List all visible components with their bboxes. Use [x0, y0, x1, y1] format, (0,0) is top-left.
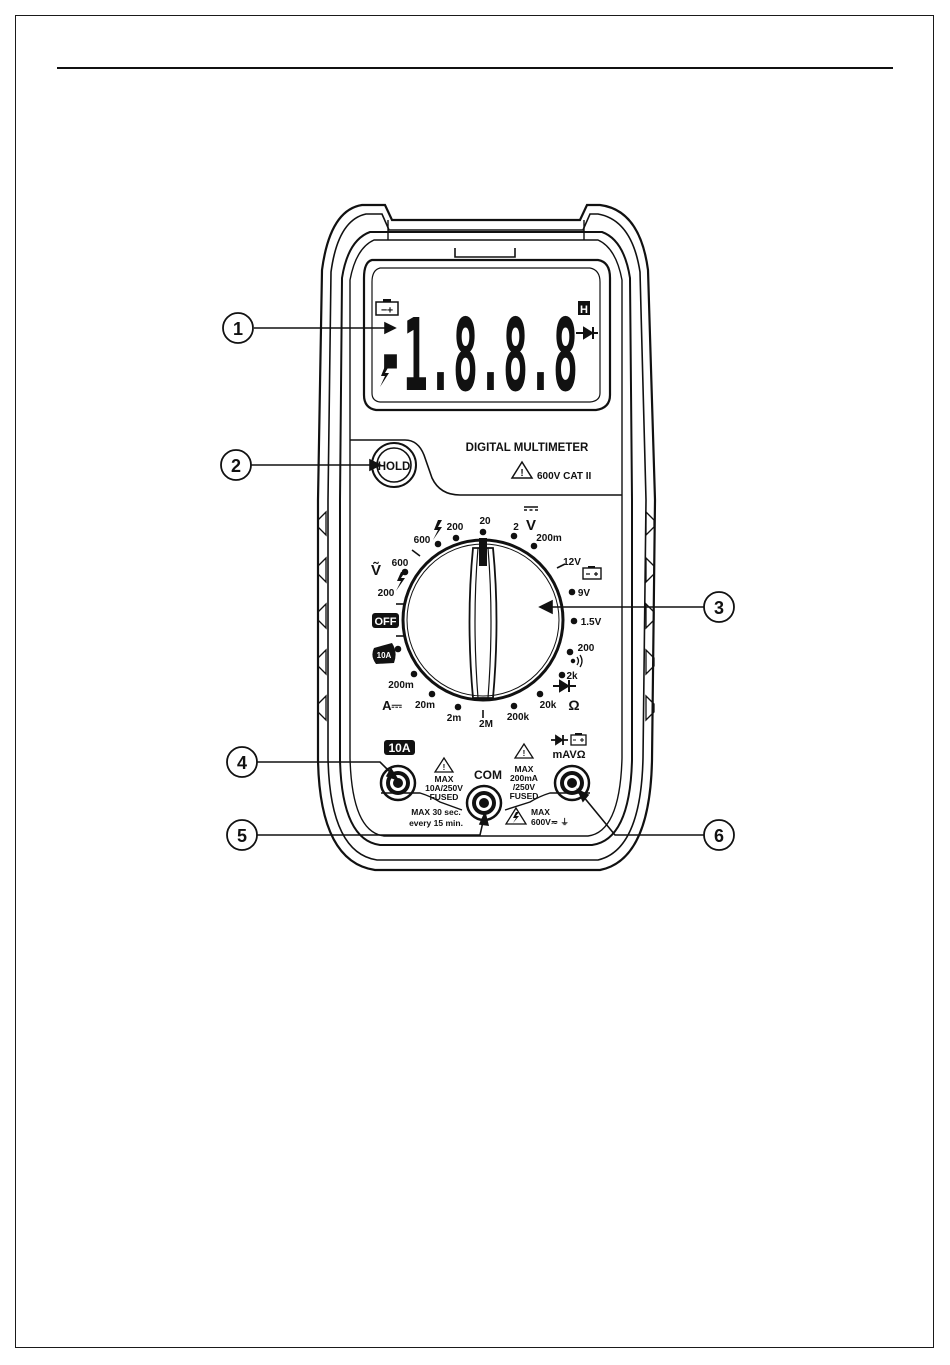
callout-5: 5 [227, 820, 257, 850]
hold-button-label: HOLD [378, 461, 411, 473]
dial-label-ohm-symbol: Ω [568, 697, 579, 713]
jack-battery-icon [571, 733, 586, 745]
callout-3: 3 [704, 592, 734, 622]
dial-label-batt-9v: 9V [578, 588, 591, 599]
dial-label-vdc-200: 200 [447, 522, 464, 533]
ten-a-jack-label: 10A [384, 740, 415, 755]
lcd-reading: -1.8.8.8 [378, 297, 578, 414]
callout-1: 1 [223, 313, 253, 343]
callout-5-number: 5 [237, 826, 247, 846]
dial-label-vdc-symbol: V [526, 517, 536, 534]
svg-text:!: ! [520, 468, 523, 479]
callout-2: 2 [221, 450, 251, 480]
dial-label-ohm-20k: 20k [540, 700, 557, 711]
dial-label-ohm-2m: 2M [479, 719, 493, 730]
dial-label-adc-20m: 20m [415, 700, 435, 711]
ma-warning: ! MAX 200mA /250V FUSED [510, 744, 539, 801]
com-jack-label: COM [474, 768, 502, 782]
ten-a-warning: ! MAX 10A/250V FUSED [425, 758, 463, 802]
dial-label-vdc-200m: 200m [536, 533, 562, 544]
svg-text:!: ! [443, 763, 446, 772]
callout-2-number: 2 [231, 456, 241, 476]
dial-label-adc-2m: 2m [447, 713, 462, 724]
callout-4-number: 4 [237, 753, 247, 773]
dial-label-buzzer-200: 200 [578, 643, 595, 654]
svg-text:10A: 10A [388, 741, 410, 755]
ma-warn-line-4: FUSED [510, 791, 539, 801]
svg-text:!: ! [523, 749, 526, 758]
dial-label-vac-600: 600 [392, 558, 409, 569]
rotary-dial[interactable] [403, 538, 563, 700]
off-position: OFF [372, 613, 399, 628]
dial-label-vdc-2: 2 [513, 522, 519, 533]
dial-label-vdc-20: 20 [479, 516, 491, 527]
ten-a-position: 10A [372, 643, 395, 664]
diode-icon [576, 327, 598, 339]
dial-label-batt-12v: 12V [563, 557, 581, 568]
dial-label-adc-symbol: A⎓ [382, 698, 402, 713]
warning-triangle-icon: ! [512, 462, 532, 479]
ten-a-warn-line-3: FUSED [430, 792, 459, 802]
dial-label-off: OFF [375, 616, 397, 628]
dial-pointer [479, 538, 487, 566]
callout-3-number: 3 [714, 598, 724, 618]
dial-knob-grip[interactable] [470, 548, 497, 698]
dc-symbol-icon [524, 507, 538, 510]
high-voltage-dc-icon [433, 520, 442, 540]
ma-jack-label: mAVΩ [552, 749, 585, 761]
callout-4: 4 [227, 747, 257, 777]
volt-warn-line-2: 600V≂ ⏚ [531, 817, 569, 827]
volt-warn-line-1: MAX [531, 807, 550, 817]
dial-label-vdc-600: 600 [414, 535, 431, 546]
buzzer-icon [571, 655, 582, 667]
panel-title: DIGITAL MULTIMETER [466, 442, 589, 454]
callout-6: 6 [704, 820, 734, 850]
callout-6-number: 6 [714, 826, 724, 846]
ten-a-jack[interactable] [381, 766, 415, 800]
battery-test-icon [583, 566, 601, 579]
callout-1-number: 1 [233, 319, 243, 339]
dial-label-batt-1-5v: 1.5V [581, 617, 602, 628]
hold-indicator: H [580, 304, 588, 316]
dial-label-vac-200: 200 [378, 588, 395, 599]
volt-warning: MAX 600V≂ ⏚ [506, 807, 569, 827]
dial-label-adc-200m: 200m [388, 680, 414, 691]
lcd-display: −+ -1.8.8.8 H [364, 260, 610, 414]
com-time-line-2: every 15 min. [409, 818, 463, 828]
dial-label-vac-symbol: Ṽ [371, 561, 381, 579]
jack-diode-icon [551, 735, 568, 745]
cat-rating: 600V CAT II [537, 471, 591, 482]
dial-label-ten-a: 10A [377, 651, 392, 660]
com-time-line-1: MAX 30 sec. [411, 807, 461, 817]
dial-label-ohm-200k: 200k [507, 712, 530, 723]
